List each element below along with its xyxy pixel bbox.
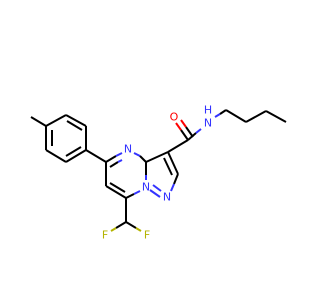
- atom-label-bridge-n: N: [142, 181, 150, 194]
- bond-methyl: [30, 116, 47, 127]
- butyl-chain: [214, 109, 287, 123]
- atom-label-o: O: [170, 111, 179, 124]
- bond-n-butyl-n: [214, 113, 221, 118]
- bond-n-butyl-c: [219, 109, 227, 115]
- difluoromethyl-group: [110, 198, 142, 232]
- atom-label-f-left: F: [102, 229, 108, 242]
- bond-tolyl-4-inner: [65, 146, 82, 157]
- atom-label-f-right: F: [144, 229, 150, 242]
- bond-butyl-1: [225, 109, 247, 123]
- bond-c5-n4-n: [115, 152, 123, 157]
- bond-c3-carbonyl: [167, 139, 189, 153]
- bond-cf-left-f: [110, 227, 117, 232]
- atom-label-amide-h: H: [204, 104, 212, 117]
- bond-tolyl-1: [45, 114, 67, 127]
- atom-label-pyrimidine-n: N: [124, 143, 132, 156]
- bond-n1-n7a: [149, 189, 161, 198]
- bond-tolyl-2: [65, 114, 87, 127]
- bond-c2-n1-n: [170, 183, 175, 192]
- structure-canvas: O N H N N N F F: [30, 104, 287, 242]
- bond-carbonyl-n-c: [187, 132, 197, 141]
- bond-butyl-2: [245, 110, 267, 123]
- bond-c5-n4-inner-c: [109, 161, 119, 168]
- bond-c5-n4-inner-n: [117, 159, 123, 163]
- bond-n4-c3a-c: [139, 155, 147, 163]
- bond-cf-right-c: [125, 221, 137, 229]
- atom-labels: O N H N N N F F: [102, 104, 212, 242]
- pyrimidine-ring: [105, 152, 147, 199]
- molecule-drawing: O N H N N N F F: [30, 104, 287, 242]
- bond-c7-c6-inner: [109, 182, 126, 193]
- bond-n4-c3a-n: [133, 152, 141, 157]
- pyrazole-ring: [145, 151, 179, 198]
- bond-carbonyl-n-n: [195, 128, 202, 134]
- bond-c3-c2: [167, 151, 179, 175]
- bond-carbonyl-o-o: [175, 122, 182, 131]
- bond-c2-n1-c: [173, 173, 179, 185]
- bond-n7a-c7-n: [133, 190, 141, 195]
- bond-aryl-link: [85, 149, 107, 163]
- bond-n1-n7a-inner: [152, 184, 162, 192]
- bond-carbonyl-o-inner-o: [180, 119, 187, 128]
- bond-n7a-c7-c: [125, 193, 135, 199]
- bond-c3-c2-inner: [163, 157, 173, 176]
- bond-cf-left-c: [115, 221, 127, 229]
- bond-tolyl-5: [45, 149, 67, 163]
- bond-tolyl-2-inner: [66, 120, 83, 131]
- bond-c3a-c3: [145, 151, 169, 163]
- bond-c7-c6: [105, 185, 127, 199]
- carboxamide-group: [167, 119, 202, 153]
- atom-label-pyrazole-n: N: [163, 191, 171, 204]
- bond-butyl-3: [265, 110, 287, 123]
- bond-c5-n4-c: [105, 155, 117, 163]
- bond-cf-right-f: [135, 227, 142, 232]
- bond-carbonyl-o-c: [180, 129, 189, 141]
- tolyl-group: [30, 114, 107, 163]
- atom-label-amide-n: N: [204, 117, 212, 130]
- bond-tolyl-4: [65, 149, 87, 163]
